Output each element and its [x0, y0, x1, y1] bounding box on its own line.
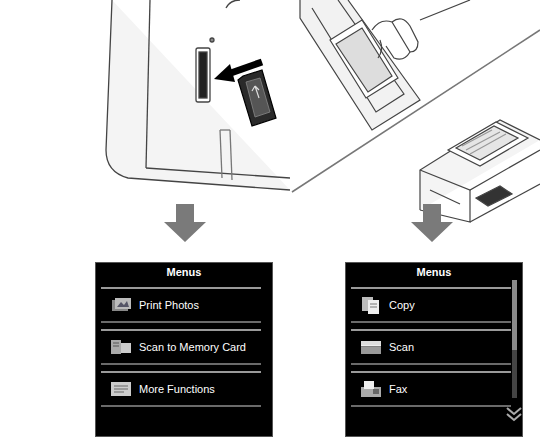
down-arrow	[164, 204, 206, 242]
menu-icon	[109, 337, 133, 357]
menu-item: Copy	[351, 287, 511, 323]
menu-label: Scan to Memory Card	[139, 341, 255, 354]
menu-icon	[359, 295, 383, 315]
printer-side	[106, 0, 290, 190]
menu-icon	[359, 379, 383, 399]
menu-label: Scan	[389, 341, 505, 354]
menu-label: Copy	[389, 299, 505, 312]
menu-title: Menus	[96, 263, 272, 281]
menu-icon	[109, 295, 133, 315]
scanner-glass	[300, 0, 470, 130]
menu-item: Print Photos	[101, 287, 261, 323]
down-arrow	[411, 204, 453, 242]
lcd-screen: MenusCopyScanFax	[345, 262, 523, 437]
menu-item: More Functions	[101, 371, 261, 407]
menu-label: More Functions	[139, 383, 255, 396]
menu-icon	[359, 337, 383, 357]
menu-label: Fax	[389, 383, 505, 396]
menu-item: Scan to Memory Card	[101, 329, 261, 365]
menu-label: Print Photos	[139, 299, 255, 312]
lcd-screen: MenusPrint PhotosScan to Memory CardMore…	[95, 262, 273, 437]
insert-arrow	[214, 62, 262, 82]
menu-item: Scan	[351, 329, 511, 365]
menu-title: Menus	[346, 263, 522, 281]
menu-icon	[109, 379, 133, 399]
menu-item: Fax	[351, 371, 511, 407]
memory-card	[238, 70, 276, 126]
